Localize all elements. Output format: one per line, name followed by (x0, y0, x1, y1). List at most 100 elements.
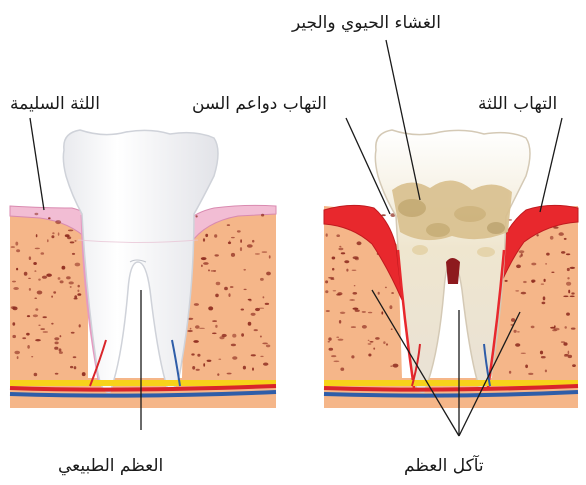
bone-speckle (68, 230, 73, 232)
bone-speckle (48, 217, 51, 219)
bone-speckle (240, 239, 242, 243)
bone-speckle (386, 343, 388, 345)
bone-speckle (383, 341, 385, 344)
bone-speckle (368, 343, 372, 344)
bone-speckle (55, 220, 61, 224)
bone-speckle (566, 282, 571, 286)
bone-speckle (214, 234, 217, 237)
bone-speckle (515, 343, 520, 346)
bone-speckle (542, 302, 546, 305)
bone-speckle (227, 373, 232, 375)
bone-speckle (550, 236, 554, 240)
bone-speckle (566, 313, 570, 316)
bone-speckle (565, 326, 567, 329)
bone-speckle (561, 251, 565, 254)
bone-speckle (212, 320, 217, 322)
bone-speckle (231, 344, 236, 347)
bone-speckle (567, 268, 570, 271)
bone-speckle (43, 331, 48, 332)
bone-speckle (351, 355, 354, 358)
bone-loss-label: تآكل العظم (404, 456, 484, 476)
bone-speckle (54, 347, 58, 350)
bone-speckle (224, 287, 228, 291)
bone-speckle (215, 254, 219, 256)
bone-speckle (82, 372, 86, 376)
bone-speckle (332, 257, 336, 260)
bone-speckle (33, 314, 38, 317)
bone-speckle (326, 233, 328, 236)
bone-speckle (77, 293, 81, 296)
bone-speckle (528, 373, 533, 375)
bone-speckle (540, 351, 543, 355)
bone-speckle (541, 356, 546, 358)
bone-speckle (51, 296, 53, 298)
bone-speckle (47, 239, 49, 242)
bone-speckle (28, 278, 31, 279)
bone-speckle (568, 290, 570, 294)
bone-speckle (12, 307, 17, 311)
bone-speckle (232, 356, 237, 359)
bone-speckle (362, 311, 366, 312)
bone-speckle (60, 335, 62, 337)
bone-speckle (59, 351, 63, 354)
bone-speckle (543, 296, 546, 300)
bone-speckle (29, 256, 31, 260)
bone-speckle (58, 277, 61, 280)
bone-speckle (325, 280, 328, 283)
bone-speckle (551, 272, 554, 273)
bone-speckle (244, 289, 247, 290)
bone-speckle (195, 325, 200, 329)
bone-speckle (196, 215, 198, 217)
bone-speckle (193, 340, 199, 343)
bone-speckle (241, 333, 244, 336)
bone-speckle (192, 366, 195, 370)
bone-speckle (194, 303, 199, 306)
bone-speckle (525, 365, 528, 369)
bone-speckle (37, 291, 43, 295)
bone-speckle (227, 224, 230, 226)
bone-speckle (212, 333, 217, 335)
bone-speckle (544, 279, 546, 282)
bone-speckle (251, 313, 256, 316)
bone-speckle (265, 303, 269, 305)
bone-speckle (15, 242, 18, 246)
bone-speckle (357, 241, 362, 245)
bone-speckle (354, 285, 356, 286)
bone-speckle (191, 353, 194, 355)
bone-speckle (34, 270, 36, 272)
bone-speckle (11, 246, 15, 248)
bone-speckle (519, 255, 521, 257)
bone-speckle (568, 351, 570, 355)
bone-speckle (328, 337, 331, 340)
bone-speckle (205, 234, 208, 237)
bone-speckle (330, 278, 334, 280)
bone-speckle (34, 373, 38, 377)
bone-speckle (546, 253, 550, 256)
bone-speckle (208, 306, 213, 310)
bone-speckle (243, 366, 246, 370)
bone-speckle (519, 250, 525, 253)
bone-speckle (567, 277, 569, 279)
bone-speckle (12, 281, 16, 283)
bone-speckle (228, 242, 231, 244)
bone-speckle (514, 330, 517, 333)
bone-speckle (35, 308, 38, 311)
bone-speckle (203, 238, 205, 241)
bone-speckle (390, 366, 392, 367)
bone-speckle (16, 249, 20, 252)
bone-speckle (570, 296, 575, 298)
bone-speckle (40, 328, 45, 329)
bone-speckle (12, 322, 15, 325)
bone-speckle (263, 296, 265, 298)
bone-speckle (41, 252, 45, 255)
bone-speckle (207, 360, 212, 362)
bone-speckle (391, 328, 393, 330)
bone-speckle (51, 235, 54, 238)
bone-speckle (564, 354, 568, 357)
bone-speckle (368, 312, 372, 314)
bone-speckle (53, 291, 56, 293)
leader-healthy-gums (30, 118, 44, 210)
bone-speckle (331, 355, 336, 357)
leader-gingivitis (540, 118, 562, 212)
bone-speckle (340, 312, 345, 314)
